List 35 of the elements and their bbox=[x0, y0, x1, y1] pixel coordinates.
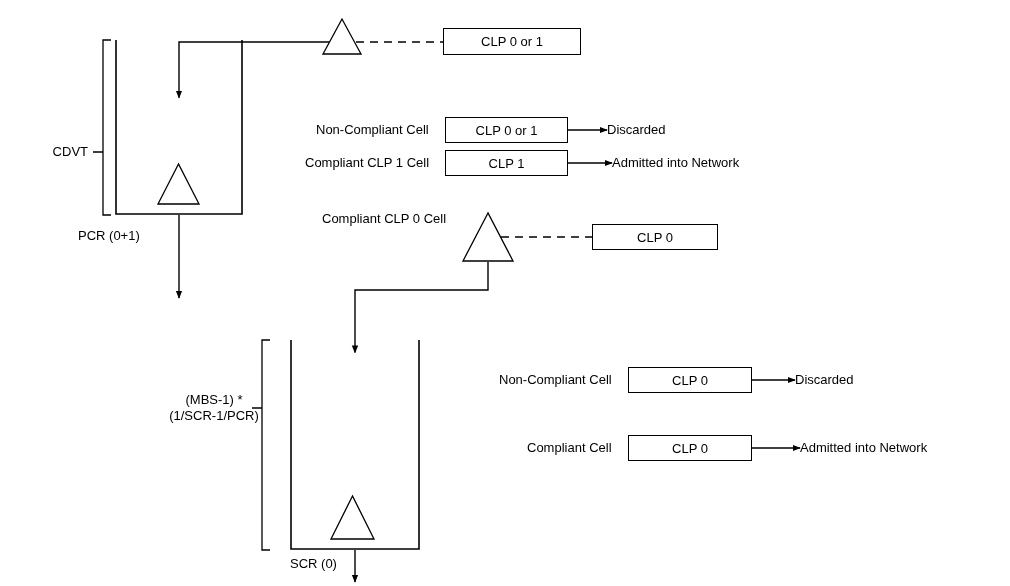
triangle-symbol bbox=[322, 18, 362, 55]
leaky-bucket bbox=[290, 340, 420, 550]
cell-box: CLP 0 bbox=[592, 224, 718, 250]
result-text: Discarded bbox=[607, 122, 687, 138]
arrow bbox=[567, 159, 613, 167]
edge-label: SCR (0) bbox=[290, 556, 337, 572]
cell-box: CLP 0 or 1 bbox=[443, 28, 581, 55]
triangle-symbol bbox=[330, 495, 375, 540]
arrow bbox=[175, 214, 183, 299]
cell-type-label: Non-Compliant Cell bbox=[499, 372, 612, 388]
triangle-symbol bbox=[462, 212, 514, 262]
arrow bbox=[351, 261, 489, 354]
arrow bbox=[567, 126, 608, 134]
cell-box: CLP 1 bbox=[445, 150, 568, 176]
cell-type-label: Compliant CLP 1 Cell bbox=[305, 155, 430, 171]
cell-box: CLP 0 bbox=[628, 435, 752, 461]
result-text: Admitted into Network bbox=[800, 440, 970, 456]
result-text: Admitted into Network bbox=[612, 155, 782, 171]
arrow bbox=[751, 376, 796, 384]
arrow bbox=[175, 41, 330, 99]
cell-type-label: Non-Compliant Cell bbox=[316, 122, 429, 138]
cell-box: CLP 0 or 1 bbox=[445, 117, 568, 143]
edge-label: PCR (0+1) bbox=[78, 228, 140, 244]
leaky-bucket bbox=[115, 40, 243, 215]
arrow bbox=[751, 444, 801, 452]
result-text: Discarded bbox=[795, 372, 875, 388]
dashed-line bbox=[500, 236, 593, 238]
arrow bbox=[351, 549, 359, 583]
dimension-label: CDVT bbox=[51, 144, 88, 160]
dimension-label: (MBS-1) * (1/SCR-1/PCR) bbox=[168, 392, 260, 424]
dashed-line bbox=[355, 41, 444, 43]
cell-box: CLP 0 bbox=[628, 367, 752, 393]
cell-type-label: Compliant Cell bbox=[527, 440, 612, 456]
cell-type-label: Compliant CLP 0 Cell bbox=[322, 211, 447, 227]
triangle-symbol bbox=[157, 163, 200, 205]
